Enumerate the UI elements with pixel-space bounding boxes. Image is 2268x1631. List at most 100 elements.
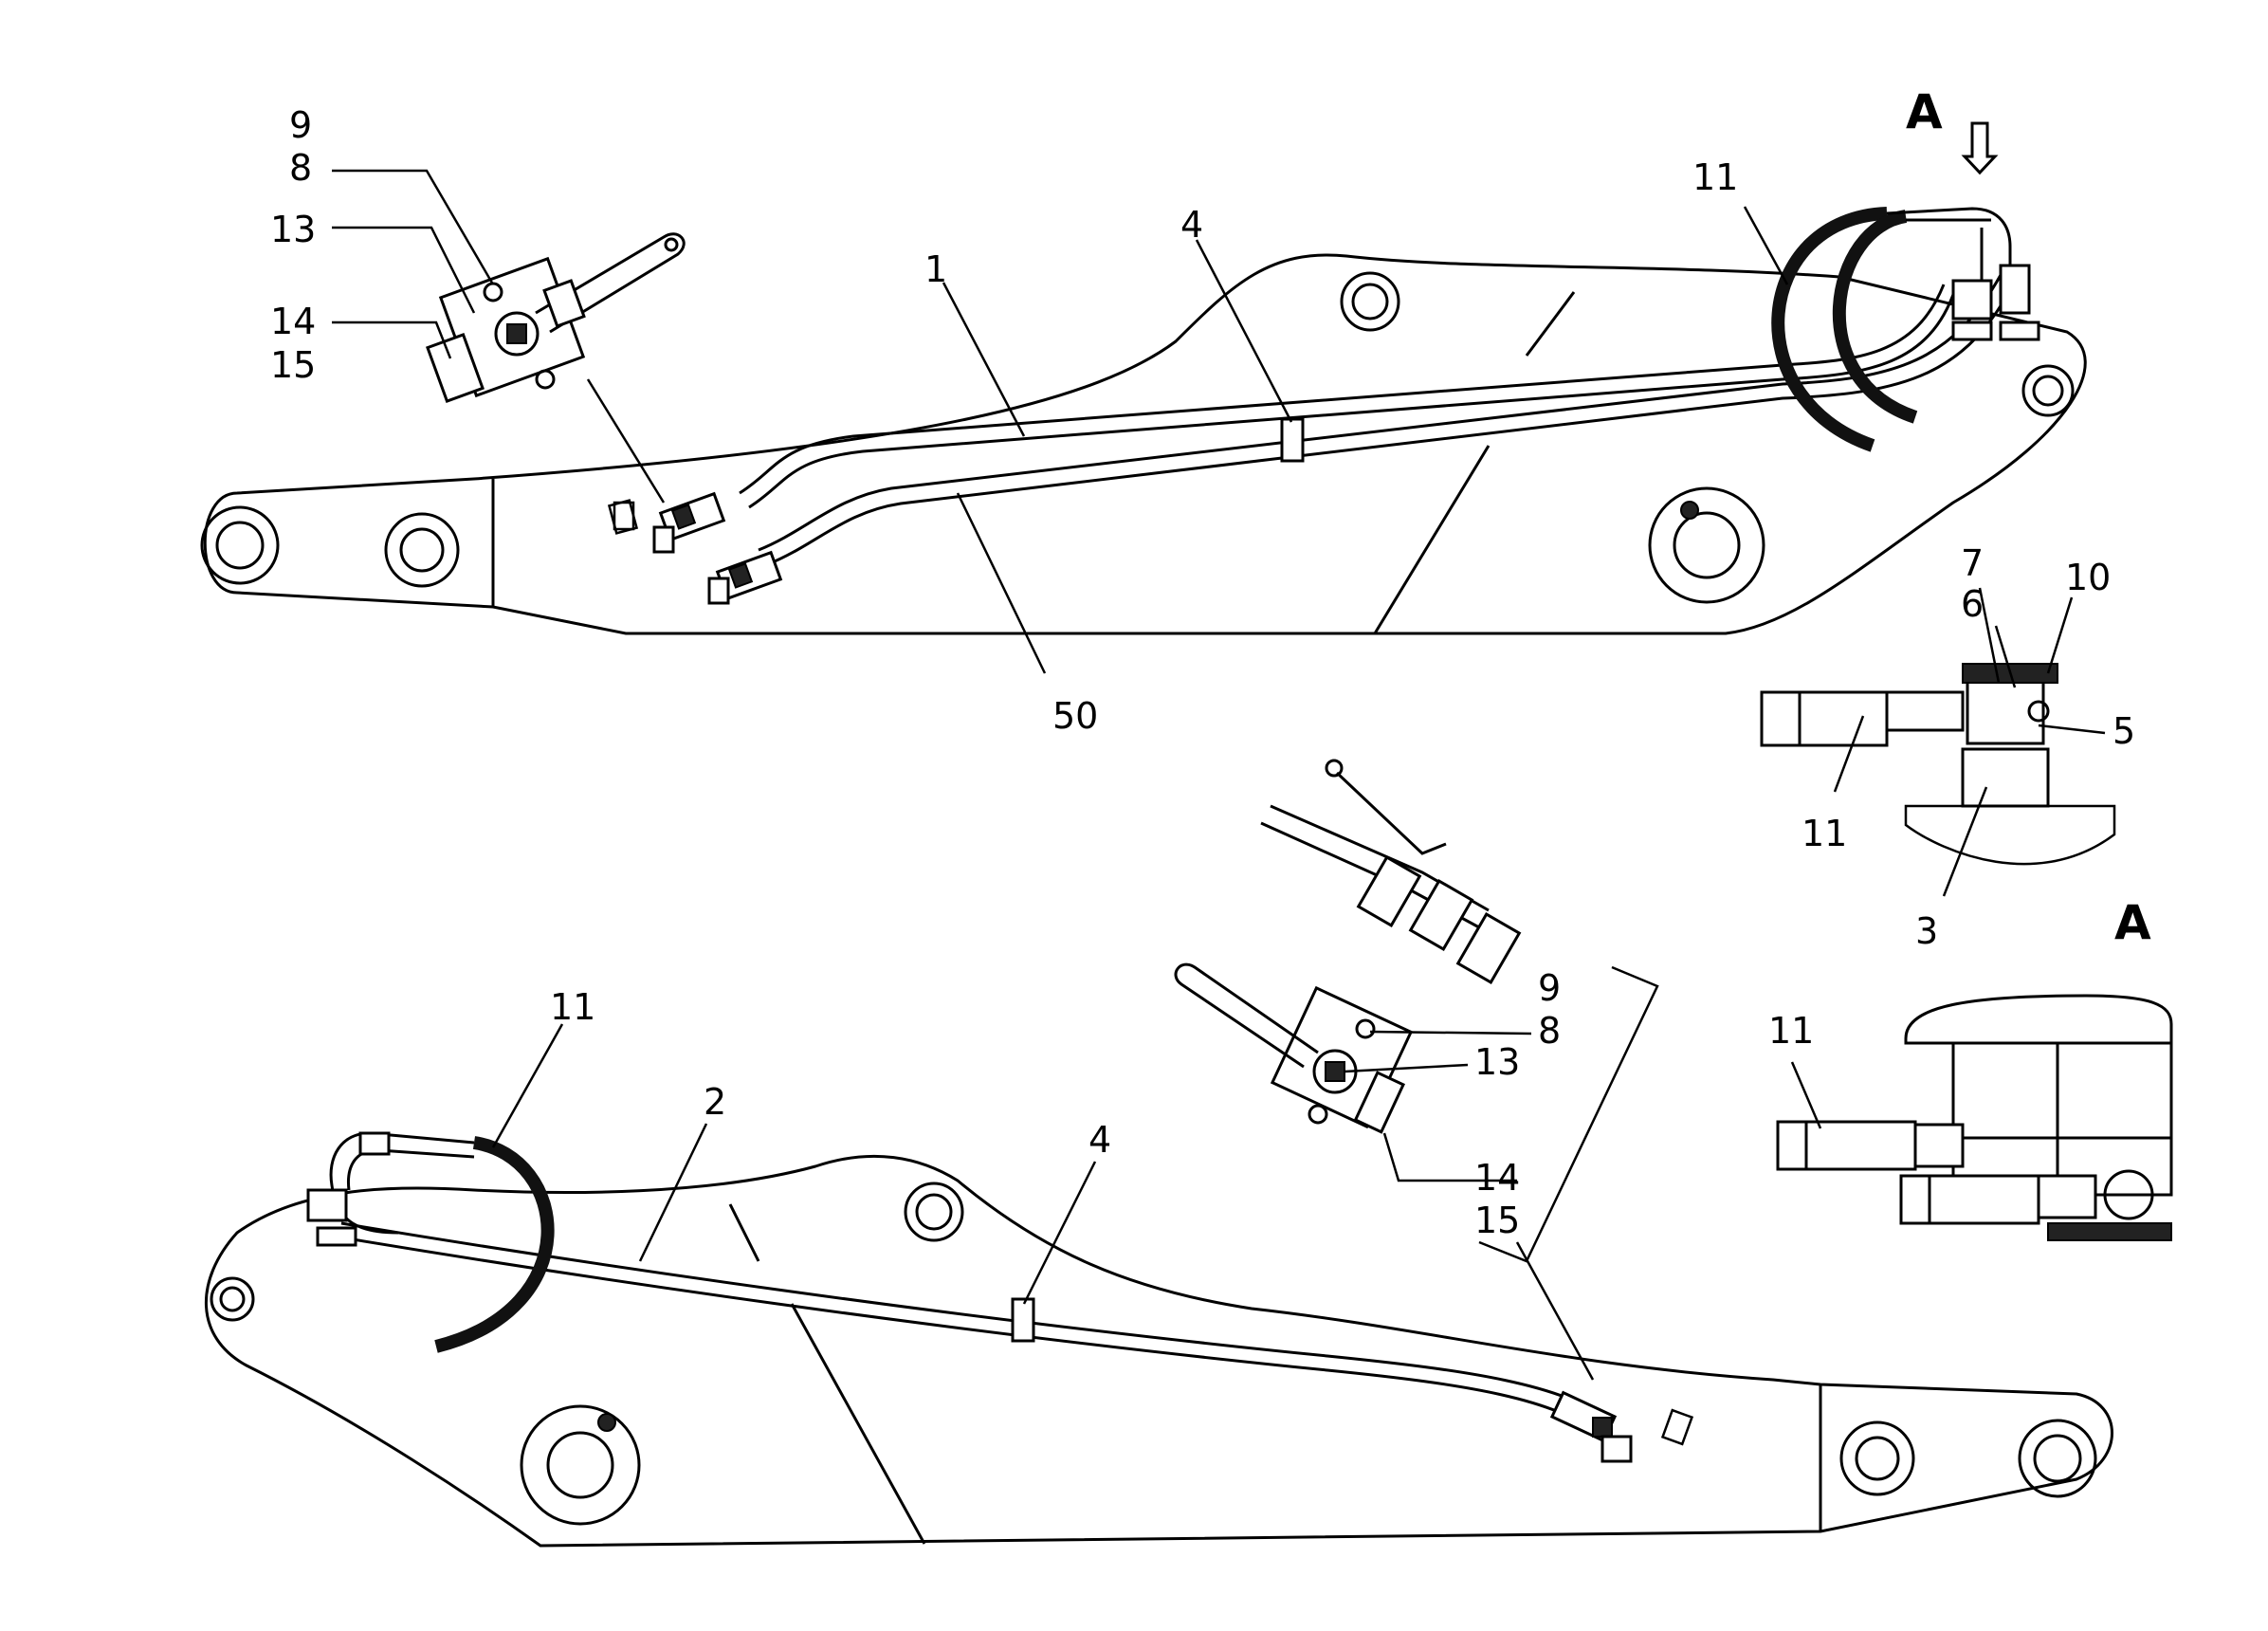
top-boom-grease [1680,501,1699,520]
lower-boom-plate [1660,1408,1694,1446]
lower-hose-coupler-3 [358,1131,391,1156]
view-a-detail-block-2 [2056,1041,2173,1140]
callout-view-a-11: 11 [1802,813,1847,854]
top-fitting-left-1 [652,491,726,554]
callout-view-a-6: 6 [1961,583,1984,625]
lower-boom-pin-left [210,1276,255,1322]
top-boom-pin-big [1648,486,1765,604]
callout-lower-boom-2: 2 [704,1081,726,1123]
callout-lower-boom-11: 11 [550,986,595,1028]
lower-boom-pin-r2-inner [2033,1434,2082,1483]
lower-hose-coupler-1 [306,1188,348,1222]
top-fitting-side-2 [542,279,586,328]
callout-top-fitting-13: 13 [270,209,316,250]
lower-fitting-bolt-2 [1308,1104,1328,1125]
top-fitting-bolt-2 [535,369,556,390]
pipe-2 [340,1221,1613,1424]
top-boom-pin-2 [384,512,460,588]
top-fitting-nut [506,323,527,344]
view-a-detail-hose-1 [1800,1120,1917,1171]
view-a-detail-flange [2103,1169,2154,1220]
lower-hose-ext-1 [329,1131,475,1235]
lower-fitting-nut-1 [1356,854,1422,928]
lower-boom-pin-top [904,1182,964,1242]
callout-top-fitting-15: 15 [270,344,316,386]
lower-pipe-fitting [1549,1390,1633,1463]
lower-boom-diag-2 [790,1303,926,1545]
top-hose-11a [1771,207,1888,452]
lower-fitting-nut-3 [1455,911,1522,985]
callout-lower-fitting-8: 8 [1538,1010,1561,1052]
top-boom-outline [203,253,2087,635]
callout-lower-fitting-13: 13 [1474,1041,1520,1083]
lower-fitting-detail [1174,759,1659,1381]
view-a-top-fitting [1885,690,1965,732]
top-boom-pin-right-inner [2032,375,2064,407]
top-boom-pin-left-inner [215,521,265,570]
lower-fitting-handle [1335,771,1447,855]
callout-labels: A A 9 8 13 14 15 1 4 11 50 7 6 10 5 11 3… [270,84,2151,1241]
top-fitting-pointer [586,378,666,504]
lower-fitting-handle-end [1325,759,1344,778]
top-boom-pin-2-inner [399,527,445,573]
top-boom-pin-left [200,505,280,585]
top-fitting-ring [494,311,540,357]
callout-view-a-7: 7 [1961,542,1984,584]
top-boom-diag-2 [1373,445,1491,634]
lower-fitting-lever [1174,962,1319,1069]
top-hose-coupler-1 [1951,279,1993,321]
view-label-arrow: A [1906,84,1943,139]
view-a-detail-base [2047,1222,2172,1241]
callout-view-a-bottom-11: 11 [1768,1010,1814,1052]
lower-fitting-nut [1325,1061,1345,1082]
top-boom-assembly [200,207,2087,635]
lower-fitting-nut-2 [1408,878,1474,952]
top-hose-coupler-3 [1951,321,1993,341]
top-hose-coupler-2 [1999,264,2031,315]
view-a-top-bolt [2027,700,2050,723]
view-a-detail-fitting-2 [2037,1174,2097,1219]
callout-top-fitting-14: 14 [270,301,316,342]
callout-view-a-3: 3 [1915,910,1938,952]
view-a-detail [1776,994,2173,1241]
lower-boom-pin-r2 [2018,1419,2097,1498]
top-hose-ext-1 [1886,207,2012,313]
callout-lower-fitting-9: 9 [1538,967,1561,1009]
top-fitting-side-1 [426,333,485,403]
view-a-top-cylinder [1961,747,2050,808]
lower-hose-ext-2 [346,1148,475,1191]
lower-boom-pin-left-inner [219,1286,246,1312]
callout-lower-fitting-14: 14 [1474,1157,1520,1199]
leader-lines [332,169,2106,1305]
clamp-lower [1011,1297,1035,1343]
top-boom-pin-top [1340,271,1400,332]
top-fitting-lever-end [664,237,679,252]
clamp-top [1280,417,1305,463]
callout-lower-boom-4: 4 [1088,1119,1111,1161]
callout-top-fitting-9: 9 [289,104,312,146]
callout-lower-fitting-15: 15 [1474,1200,1520,1241]
view-a-top-block [1966,673,2045,745]
pipe-1b [748,288,1957,509]
top-boom-pin-big-inner [1673,511,1741,579]
lower-boom-assembly [205,1131,2113,1548]
view-a-detail-cover [1904,994,2173,1045]
pipe-2b [340,1236,1603,1439]
top-hose-coupler-4 [1999,321,2040,341]
view-a-top-arrow [1961,121,1999,175]
pipe-1 [739,284,1946,495]
lower-boom-diag-1 [728,1203,760,1262]
callout-top-boom-11: 11 [1692,156,1738,198]
view-a-top-hose-end [1760,690,1802,747]
top-boom-diag-1 [1525,291,1576,357]
view-a-detail-fitting-1 [1913,1123,1965,1168]
top-hose-11b [1833,210,1918,424]
view-a-top-hose [1790,690,1889,747]
callout-top-fitting-8: 8 [289,147,312,189]
lower-fitting-bolt-1 [1355,1018,1376,1039]
lower-boom-pin-top-inner [915,1193,953,1231]
view-a-detail-block-1 [1951,1041,2059,1140]
view-a-detail-hose-end-2 [1899,1174,1931,1225]
top-fitting-detail [426,232,686,504]
